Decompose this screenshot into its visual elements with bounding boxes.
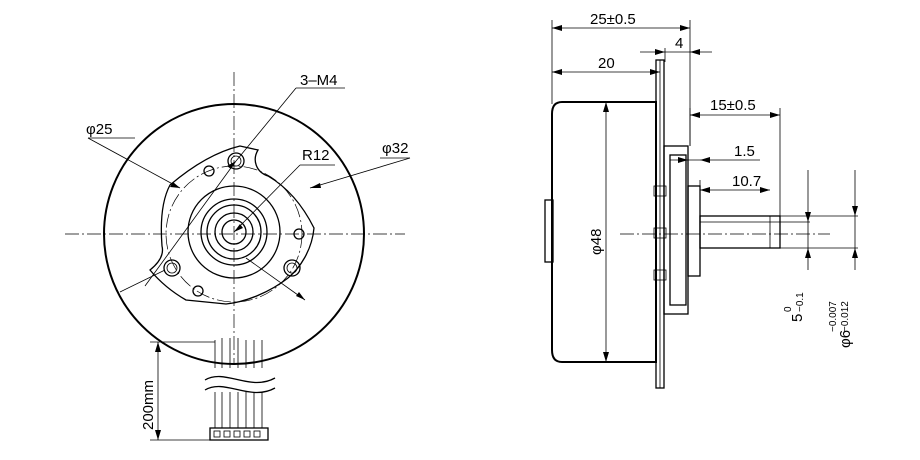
shaft-tol-lower: −0.012 [840,301,851,332]
mounting-hole-right [283,259,301,277]
body-dia-label: φ48 [588,229,605,255]
shaft-dia-label: φ6 [837,330,854,348]
shaft-tol-upper: −0.007 [828,301,839,332]
outer-mount-dia-label: φ32 [382,140,408,157]
motor-body [551,101,657,363]
mounting-flange [149,145,315,305]
front-view: 3–M4 φ25 R12 φ32 200mm [65,72,411,441]
lead-length-label: 200mm [140,380,157,430]
hole-circle-dia-label: φ25 [86,121,112,138]
mounting-hole-left [163,259,181,277]
flat-length-label: 10.7 [732,173,761,190]
thread-callout: 3–M4 [300,72,338,89]
flat-dim-label: 5 [789,314,806,322]
bearing-hub [687,185,701,277]
shaft [699,215,781,249]
body-length-label: 20 [598,55,615,72]
flange-thickness-label: 4 [675,35,683,52]
radius-label: R12 [302,147,330,164]
flat-tol-lower: −0.1 [795,292,806,312]
connector [209,427,269,441]
motor-outline [103,103,365,365]
overall-length-label: 25±0.5 [590,11,636,28]
boss-length-label: 1.5 [734,143,755,160]
lead-wires [204,338,276,428]
side-view: 25±0.5 4 20 15±0.5 1.5 10.7 φ48 5 0 −0.1… [544,11,858,389]
mounting-hole-top [227,152,245,170]
flat-tol-upper: 0 [783,306,794,312]
shaft-length-label: 15±0.5 [710,97,756,114]
